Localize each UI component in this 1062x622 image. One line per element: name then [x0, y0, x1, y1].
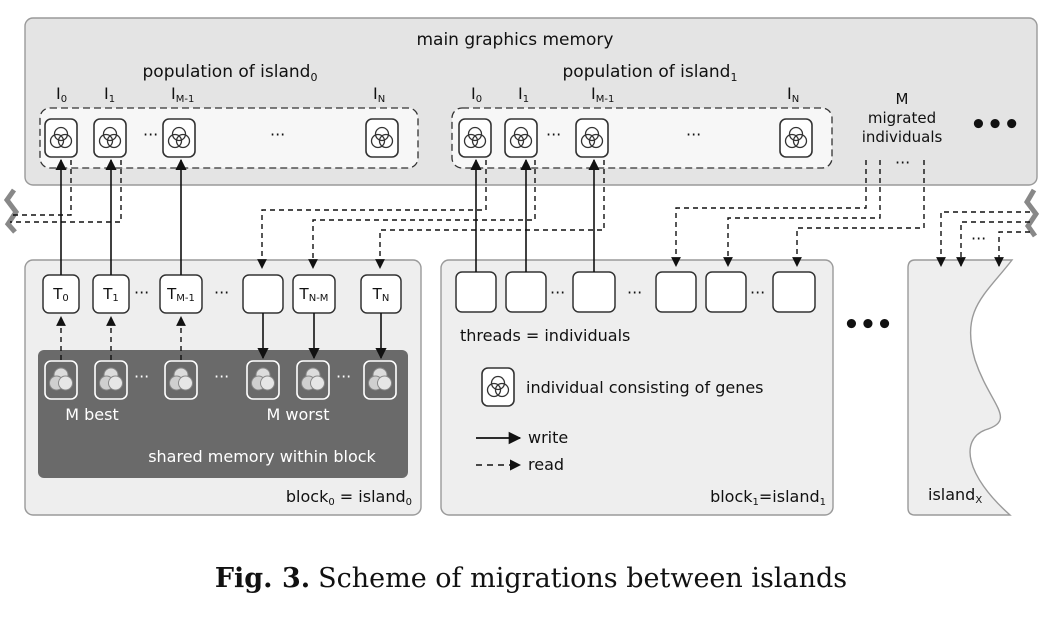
more-islands-dots: •••: [970, 110, 1020, 140]
island1-index-0: I0: [471, 84, 482, 105]
migrated-individuals-label: M migrated individuals: [862, 90, 943, 146]
svg-text:individuals: individuals: [862, 128, 943, 146]
shared-individual: [164, 360, 198, 400]
shared-individual: [44, 360, 78, 400]
thread: [705, 271, 747, 313]
shared-individual: [296, 360, 330, 400]
svg-text:migrated: migrated: [868, 109, 936, 127]
island0-index-m1: IM-1: [171, 84, 194, 105]
ellipsis: ···: [550, 283, 565, 302]
read-arrows: [10, 160, 1030, 360]
legend-individual-label: individual consisting of genes: [526, 378, 764, 397]
ellipsis: ···: [134, 367, 149, 386]
ellipsis: ···: [214, 283, 229, 302]
block0-label: block0 = island0: [286, 487, 412, 508]
thread: [455, 271, 497, 313]
thread-empty: [242, 274, 284, 314]
island1-index-1: I1: [518, 84, 529, 105]
island1-population-box: [451, 107, 833, 169]
island1-individual-1: [504, 118, 538, 158]
block1: ··· ··· ··· threads = individuals indivi…: [440, 259, 834, 516]
block1-label: block1=island1: [710, 487, 826, 508]
island0-index-0: I0: [56, 84, 67, 105]
island-x: islandX: [907, 259, 1014, 516]
ellipsis: ···: [546, 125, 561, 144]
svg-text:TN: TN: [372, 285, 390, 304]
torn-edge-right: [1024, 188, 1040, 238]
m-worst-label: M worst: [267, 405, 330, 424]
island0-individual-0: [44, 118, 78, 158]
svg-text:TM-1: TM-1: [166, 285, 195, 304]
island0-index-1: I1: [104, 84, 115, 105]
torn-edge-left: [3, 188, 20, 234]
island0-individual-1: [93, 118, 127, 158]
ellipsis: ···: [270, 125, 285, 144]
more-blocks-dots: •••: [843, 310, 893, 340]
island1-index-n: IN: [787, 84, 799, 105]
caption-text: Scheme of migrations between islands: [318, 563, 848, 594]
ellipsis: ···: [686, 125, 701, 144]
main-memory-title: main graphics memory: [416, 30, 613, 50]
shared-individual: [94, 360, 128, 400]
island0-population-box: [39, 107, 419, 169]
ellipsis: ···: [143, 125, 158, 144]
threads-label: threads = individuals: [460, 326, 630, 345]
legend-read-label: read: [528, 455, 564, 474]
ellipsis: ···: [750, 283, 765, 302]
svg-text:T0: T0: [52, 285, 69, 304]
island0-individual-n: [365, 118, 399, 158]
thread: [655, 271, 697, 313]
ellipsis: ···: [971, 229, 986, 248]
svg-text:M: M: [896, 90, 909, 108]
legend-write-label: write: [528, 428, 568, 447]
ellipsis: ···: [336, 367, 351, 386]
figure-number: Fig. 3.: [214, 563, 311, 594]
svg-text:TN-M: TN-M: [299, 285, 329, 304]
thread: [772, 271, 816, 313]
island0-individual-m1: [162, 118, 196, 158]
population-island0-label: population of island0: [143, 62, 318, 84]
ellipsis: ···: [214, 367, 229, 386]
migration-diagram: main graphics memory ••• population of i…: [3, 17, 1040, 516]
ellipsis: ···: [627, 283, 642, 302]
main-graphics-memory: main graphics memory ••• population of i…: [24, 17, 1038, 186]
island0-index-n: IN: [373, 84, 385, 105]
island1-individual-0: [458, 118, 492, 158]
islandx-label: islandX: [928, 485, 982, 506]
shared-individual: [246, 360, 280, 400]
svg-text:T1: T1: [102, 285, 119, 304]
ellipsis: ···: [895, 153, 910, 172]
migration-arrows: [55, 158, 600, 360]
m-best-label: M best: [65, 405, 119, 424]
island1-individual-m1: [575, 118, 609, 158]
thread: [572, 271, 616, 313]
legend-individual-icon: [481, 367, 515, 407]
shared-individual: [363, 360, 397, 400]
figure-caption: Fig. 3.Scheme of migrations between isla…: [0, 563, 1062, 594]
block0: T0 T1 ··· TM-1 ··· TN-M TN ··· ··· ··· M…: [24, 259, 422, 516]
thread: [505, 271, 547, 313]
shared-memory-label: shared memory within block: [148, 447, 376, 466]
population-island1-label: population of island1: [563, 62, 738, 84]
ellipsis: ···: [134, 283, 149, 302]
island1-index-m1: IM-1: [591, 84, 614, 105]
island1-individual-n: [779, 118, 813, 158]
